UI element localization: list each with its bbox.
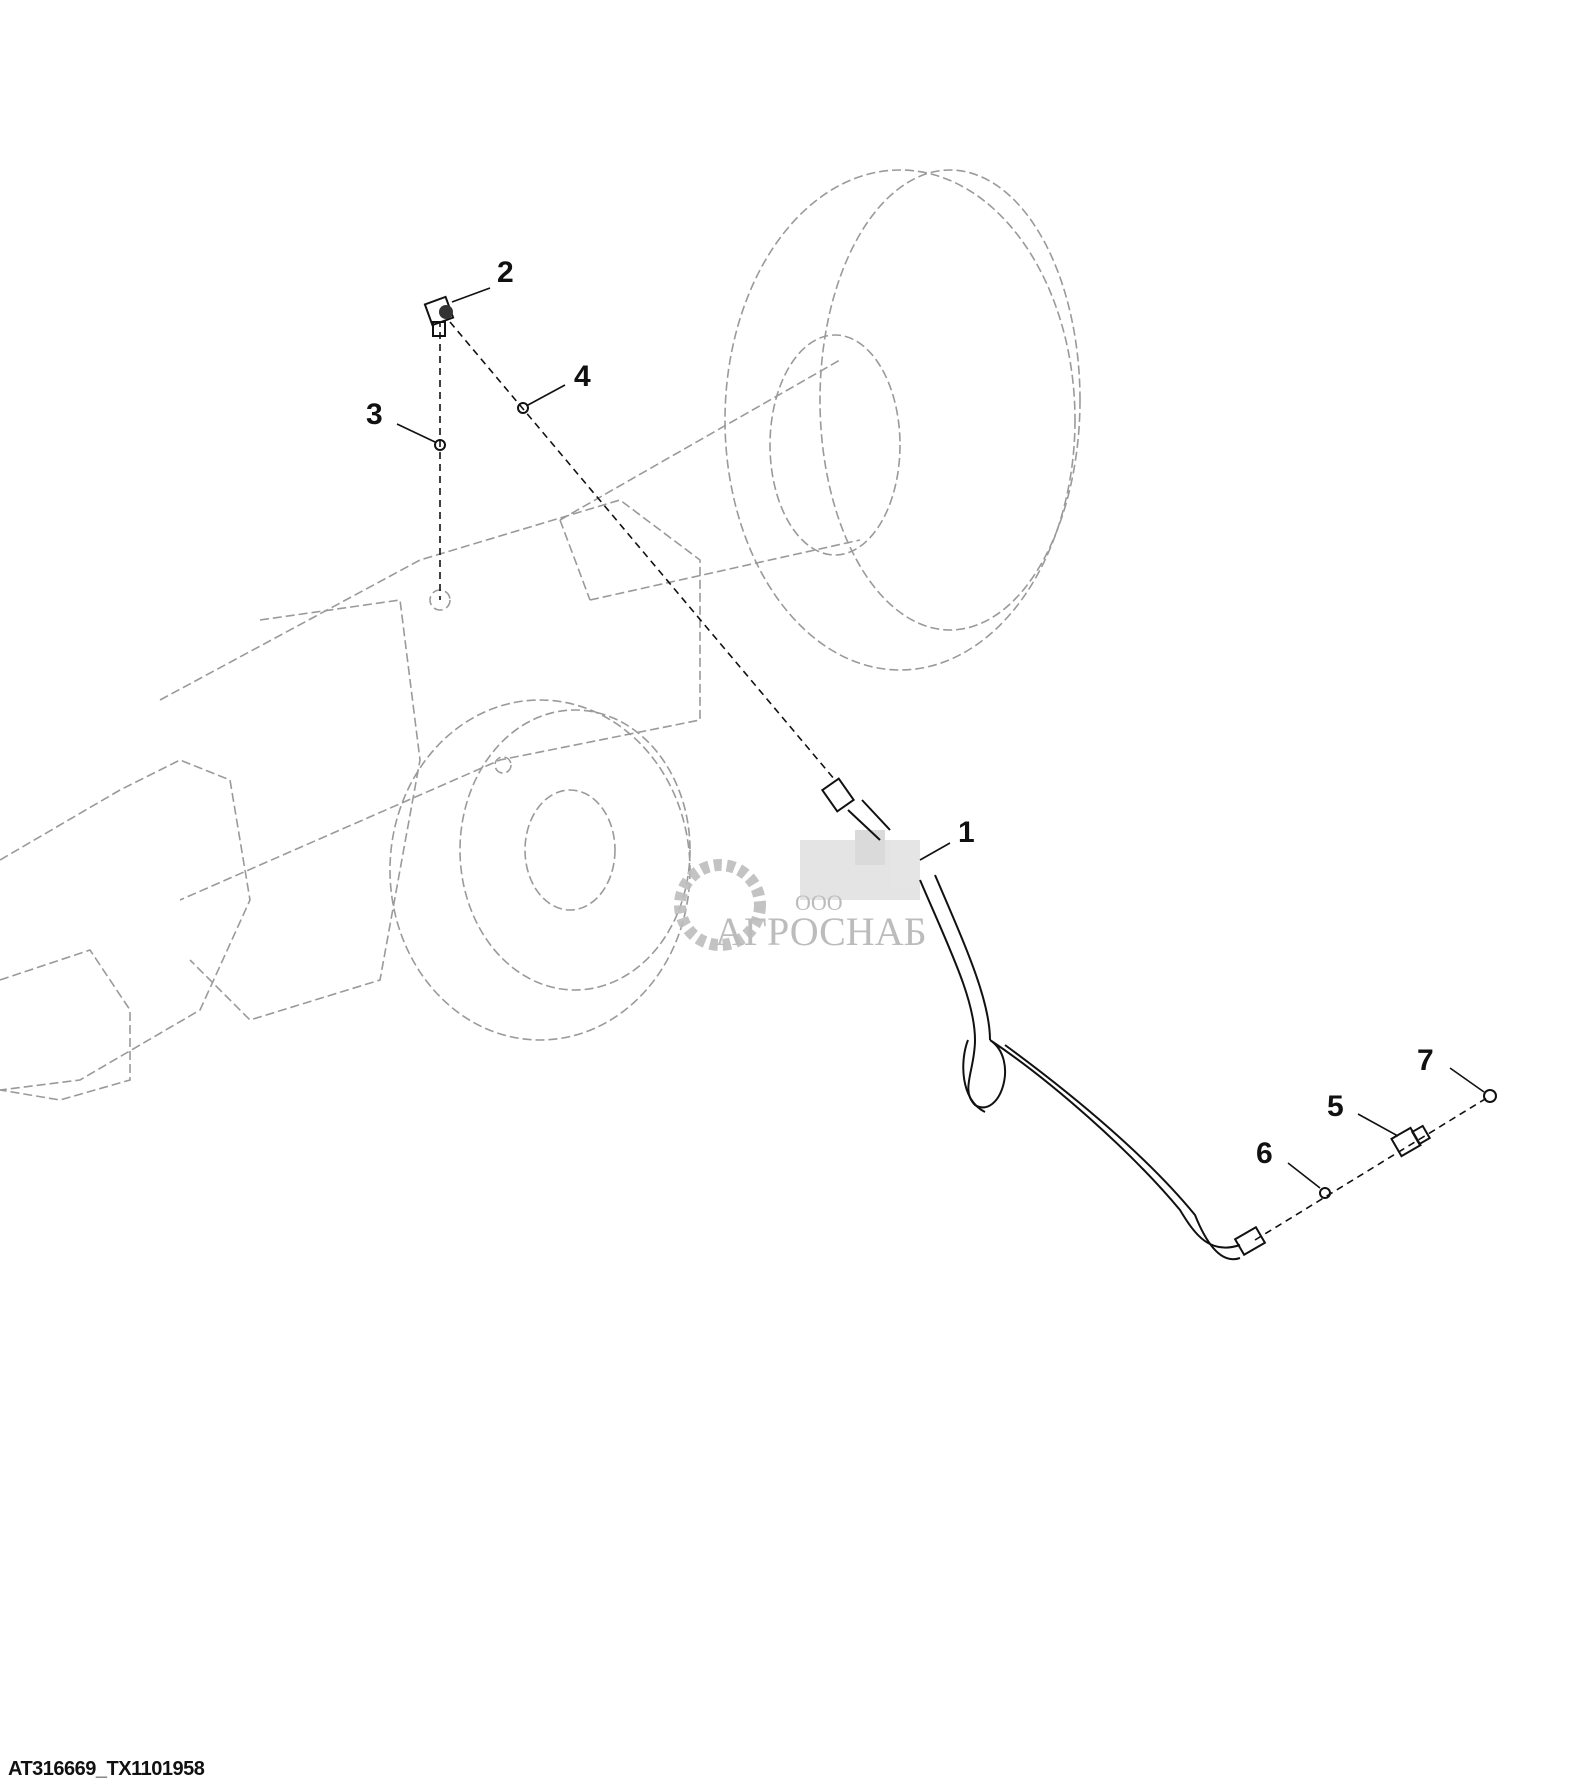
adapter-fitting: [1390, 1124, 1432, 1158]
callout-3: 3: [366, 398, 383, 431]
callout-1: 1: [958, 816, 975, 849]
watermark-logo: ООО АГРОСНАБ: [674, 830, 927, 954]
callout-6: 6: [1256, 1137, 1273, 1170]
assembly-line: [1254, 1095, 1491, 1241]
assembly-line: [449, 321, 836, 781]
o-ring: [517, 402, 529, 414]
axle-assembly-outline: [0, 169, 1081, 1101]
callout-4: 4: [574, 360, 591, 393]
watermark-name: АГРОСНАБ: [715, 909, 927, 954]
callout-2: 2: [497, 256, 514, 289]
elbow-fitting: [423, 295, 455, 337]
figure-id: AT316669_TX1101958: [8, 1758, 205, 1780]
o-ring: [1483, 1089, 1497, 1103]
callout-5: 5: [1327, 1090, 1344, 1123]
watermark-prefix: ООО: [795, 890, 843, 915]
callout-7: 7: [1417, 1044, 1434, 1077]
o-ring: [434, 439, 446, 451]
hydraulic-hose: [820, 777, 1267, 1261]
o-ring: [1319, 1187, 1331, 1199]
